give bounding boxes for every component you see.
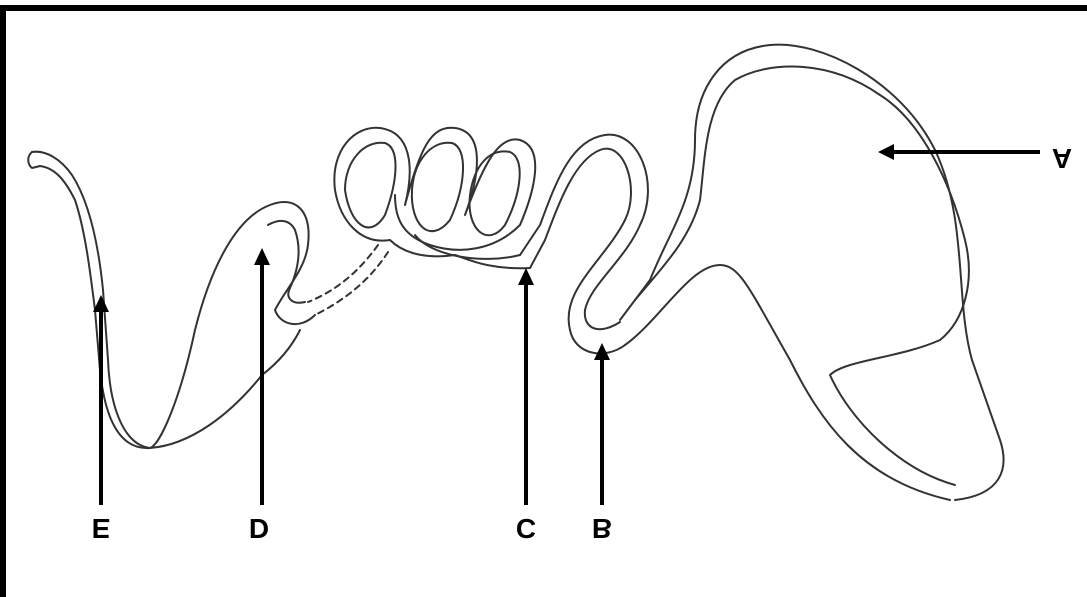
tubule-e-outer xyxy=(40,166,95,310)
capsule-outer-wall xyxy=(625,265,950,500)
tubule-d-outer xyxy=(150,202,315,448)
arrow-b-head xyxy=(594,343,610,360)
label-d: D xyxy=(239,508,279,548)
tubule-e-inner xyxy=(32,152,150,448)
tubule-e-cap xyxy=(28,152,40,168)
arrow-a-head xyxy=(878,144,894,160)
arrow-e-head xyxy=(93,295,109,312)
label-a: A xyxy=(1042,138,1082,178)
tubule-d-lower xyxy=(95,310,300,448)
tubule-dashed-bottom xyxy=(308,245,378,302)
label-e: E xyxy=(81,508,121,548)
tubule-b-inner xyxy=(520,135,648,330)
coil-inner-2 xyxy=(412,143,463,231)
capsule-outer-wall-top xyxy=(620,45,1004,500)
arrow-c-head xyxy=(518,268,534,285)
capsule-inner-wall xyxy=(635,66,969,485)
coil-inner xyxy=(345,143,396,228)
label-c: C xyxy=(506,508,546,548)
label-b: B xyxy=(582,508,622,548)
tubule-b-outer xyxy=(530,149,631,354)
tubule-dashed-top xyxy=(315,252,388,315)
arrow-d-head xyxy=(254,248,270,265)
